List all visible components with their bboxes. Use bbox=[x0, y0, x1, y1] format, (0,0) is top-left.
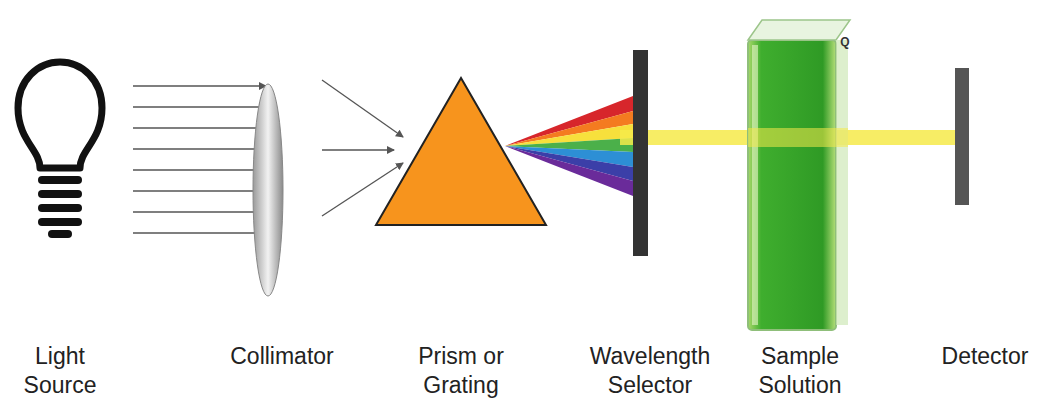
part-label: Detector bbox=[930, 342, 1040, 371]
light-rays bbox=[133, 86, 266, 233]
part-label: Sample Solution bbox=[743, 342, 858, 400]
spectrum-fan bbox=[505, 96, 633, 196]
part-label: Collimator bbox=[207, 342, 357, 371]
bulb-base bbox=[38, 176, 82, 238]
part-label: Prism or Grating bbox=[396, 342, 526, 400]
cuvette bbox=[748, 20, 850, 330]
light-bulb bbox=[18, 62, 102, 168]
cuvette-mark: Q bbox=[837, 35, 853, 49]
wavelength-selector-slit bbox=[633, 50, 648, 256]
collimator-lens bbox=[253, 84, 283, 296]
detector-plate bbox=[955, 68, 969, 205]
part-label: Wavelength Selector bbox=[575, 342, 725, 400]
part-label: Light Source bbox=[13, 342, 108, 400]
converging-rays bbox=[322, 80, 403, 216]
